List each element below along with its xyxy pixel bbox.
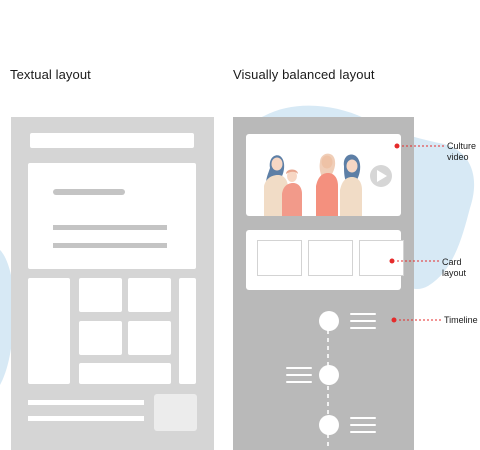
culture-video-panel	[246, 134, 401, 216]
card-layout-panel	[246, 230, 404, 290]
play-icon	[370, 165, 392, 187]
culture-video-illustration	[264, 153, 392, 216]
textual-layout-mockup	[11, 117, 214, 450]
grid-block	[79, 278, 122, 312]
wide-block	[79, 363, 171, 384]
hamburger-icon	[350, 417, 376, 433]
annotation-leader-culture	[394, 143, 444, 149]
hamburger-icon	[350, 313, 376, 329]
card-item	[257, 240, 302, 276]
text-line	[53, 189, 125, 195]
text-block	[28, 163, 196, 269]
decorative-blob-left	[0, 250, 15, 385]
footer-thumbnail	[154, 394, 197, 431]
textual-layout-heading: Textual layout	[10, 67, 91, 82]
side-strip	[179, 278, 196, 384]
visual-layout-heading: Visually balanced layout	[233, 67, 375, 82]
grid-block	[128, 278, 171, 312]
card-layout-label: Card layout	[442, 257, 467, 278]
timeline-node	[319, 415, 339, 435]
text-line	[53, 243, 167, 248]
timeline-node	[319, 311, 339, 331]
text-line	[53, 225, 167, 230]
footer-line	[28, 400, 144, 405]
timeline-node	[319, 365, 339, 385]
grid-block	[128, 321, 171, 355]
culture-video-label: Culture video	[447, 141, 477, 162]
card-item	[359, 240, 404, 276]
header-bar	[30, 133, 194, 148]
annotation-leader-card	[389, 258, 439, 264]
tall-block	[28, 278, 70, 384]
grid-block	[79, 321, 122, 355]
visual-layout-mockup	[233, 117, 414, 450]
annotation-leader-timeline	[391, 317, 441, 323]
timeline-label: Timeline	[444, 315, 478, 325]
footer-line	[28, 416, 144, 421]
card-item	[308, 240, 353, 276]
hamburger-icon	[286, 367, 312, 383]
